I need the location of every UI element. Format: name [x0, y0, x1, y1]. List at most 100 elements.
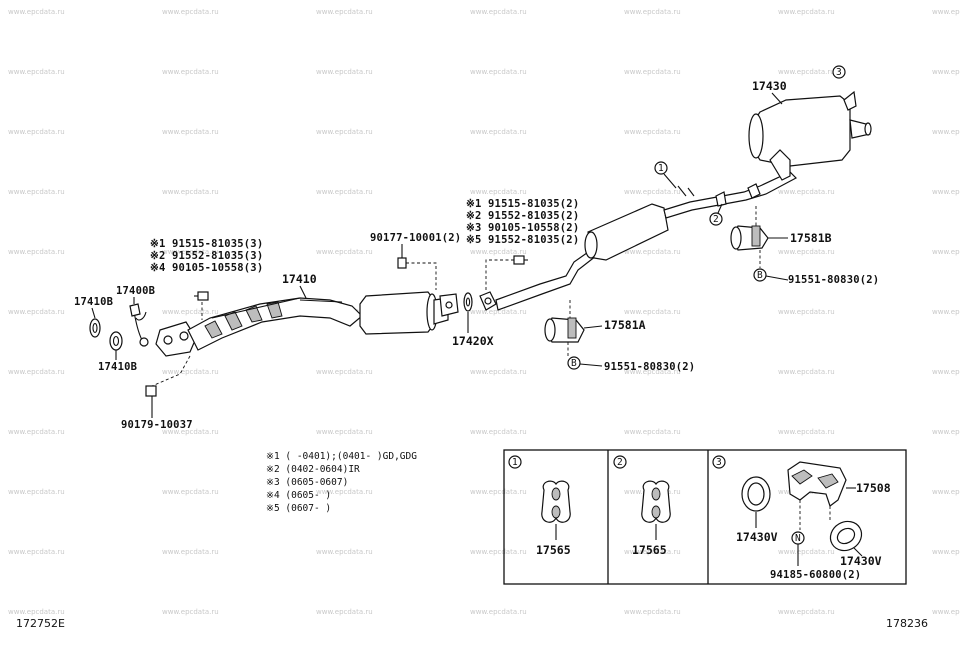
hanger-17581b[interactable] [730, 225, 769, 251]
detail-3-bracket[interactable]: 3 17430V 17508 17430V N 94185-60800(2) [712, 455, 891, 581]
bolt-91515-left[interactable] [194, 291, 209, 301]
watermark-text: www.epcdata.ru [470, 248, 527, 256]
label-17410b-bottom: 17410B [98, 361, 137, 373]
label-91551-top: 91551-80830(2) [788, 274, 879, 286]
watermark-text: www.epcdata.ru [778, 308, 835, 316]
main-exhaust-pipe[interactable] [479, 171, 797, 311]
watermark-text: www.epcdata.ru [932, 488, 960, 496]
callout-2-main: 2 [709, 203, 723, 226]
watermark-text: www.epcdata.ru [162, 188, 219, 196]
label-94185: 94185-60800(2) [770, 569, 861, 581]
svg-text:※2 91552-81035(3): ※2 91552-81035(3) [150, 250, 263, 262]
nut-90179[interactable] [145, 385, 157, 397]
gasket-17400b[interactable] [129, 303, 149, 347]
callout-b-top: B [753, 268, 789, 282]
code-right: 178236 [886, 617, 928, 630]
watermark-text: www.epcdata.ru [624, 8, 681, 16]
gasket-17420x[interactable] [463, 292, 473, 312]
tail-muffler-17430[interactable] [748, 90, 872, 181]
watermark-text: www.epcdata.ru [624, 308, 681, 316]
watermark-text: www.epcdata.ru [316, 368, 373, 376]
watermark-text: www.epcdata.ru [470, 488, 527, 496]
label-17565-d1: 17565 [536, 543, 571, 557]
svg-text:2: 2 [617, 457, 623, 468]
watermark-text: www.epcdata.ru [470, 308, 527, 316]
label-17430v-left: 17430V [736, 530, 778, 544]
code-left: 172752E [16, 617, 65, 630]
watermark-text: www.epcdata.ru [624, 68, 681, 76]
svg-text:3: 3 [716, 457, 722, 468]
watermark-text: www.epcdata.ru [8, 428, 65, 436]
watermark-text: www.epcdata.ru [162, 248, 219, 256]
watermark-text: www.epcdata.ru [8, 548, 65, 556]
left-bolt-notes: ※1 91515-81035(3) ※2 91552-81035(3) ※4 9… [150, 238, 263, 274]
label-17400b: 17400B [116, 285, 155, 297]
label-17581a: 17581A [604, 318, 646, 332]
watermark-text: www.epcdata.ru [778, 248, 835, 256]
watermark-text: www.epcdata.ru [778, 368, 835, 376]
watermark-text: www.epcdata.ru [624, 608, 681, 616]
label-91551-bottom: 91551-80830(2) [604, 361, 695, 373]
watermark-text: www.epcdata.ru [8, 128, 65, 136]
watermark-text: www.epcdata.ru [624, 188, 681, 196]
callout-b-bottom: B [567, 356, 603, 370]
svg-text:※1 91515-81035(2): ※1 91515-81035(2) [466, 198, 579, 210]
watermark-text: www.epcdata.ru [778, 188, 835, 196]
watermark-text: www.epcdata.ru [932, 308, 960, 316]
watermark-text: www.epcdata.ru [932, 8, 960, 16]
bolt-91515-mid[interactable] [513, 255, 528, 265]
watermark-text: www.epcdata.ru [470, 128, 527, 136]
watermark-text: www.epcdata.ru [162, 608, 219, 616]
front-exhaust-pipe[interactable] [155, 297, 363, 357]
detail-2-hanger[interactable]: 2 17565 [613, 455, 671, 557]
nut-90177[interactable] [397, 257, 407, 269]
svg-text:1: 1 [658, 163, 664, 174]
svg-text:※5 (0607- ): ※5 (0607- ) [266, 503, 331, 514]
watermark-text: www.epcdata.ru [316, 188, 373, 196]
label-90179: 90179-10037 [121, 419, 193, 431]
svg-text:※5 91552-81035(2): ※5 91552-81035(2) [466, 234, 579, 246]
label-17410: 17410 [282, 272, 317, 286]
mid-bolt-notes: ※1 91515-81035(2) ※2 91552-81035(2) ※3 9… [466, 198, 579, 246]
hanger-17581a[interactable] [544, 317, 585, 343]
watermark-text: www.epcdata.ru [624, 548, 681, 556]
watermark-text: www.epcdata.ru [316, 8, 373, 16]
legend-notes: ※1 ( -0401);(0401- )GD,GDG ※2 (0402-0604… [266, 451, 417, 514]
watermark-text: www.epcdata.ru [470, 608, 527, 616]
svg-text:3: 3 [836, 67, 842, 78]
watermark-text: www.epcdata.ru [162, 548, 219, 556]
watermark-text: www.epcdata.ru [624, 128, 681, 136]
watermark-text: www.epcdata.ru [8, 248, 65, 256]
watermark-text: www.epcdata.ru [778, 608, 835, 616]
watermark-text: www.epcdata.ru [470, 368, 527, 376]
watermark-text: www.epcdata.ru [8, 368, 65, 376]
watermark-text: www.epcdata.ru [162, 128, 219, 136]
svg-text:B: B [571, 358, 577, 369]
watermark-text: www.epcdata.ru [316, 548, 373, 556]
gasket-17410b-top[interactable] [89, 318, 101, 338]
watermark-text: www.epcdata.ru [470, 548, 527, 556]
svg-text:※4 90105-10558(3): ※4 90105-10558(3) [150, 262, 263, 274]
label-17420x: 17420X [452, 334, 494, 348]
watermark-text: www.epcdata.ru [316, 68, 373, 76]
gasket-17410b-bottom[interactable] [109, 331, 123, 351]
watermark-text: www.epcdata.ru [624, 428, 681, 436]
watermark-text: www.epcdata.ru [778, 548, 835, 556]
center-muffler[interactable] [359, 291, 459, 335]
label-17565-d2: 17565 [632, 543, 667, 557]
watermark-text: www.epcdata.ru [932, 428, 960, 436]
label-17430: 17430 [752, 79, 787, 93]
watermark-text: www.epcdata.ru [8, 488, 65, 496]
watermark-text: www.epcdata.ru [932, 368, 960, 376]
watermark-text: www.epcdata.ru [624, 248, 681, 256]
watermark-text: www.epcdata.ru [932, 608, 960, 616]
watermark-text: www.epcdata.ru [470, 8, 527, 16]
watermark-text: www.epcdata.ru [8, 188, 65, 196]
detail-1-hanger[interactable]: 1 17565 [508, 455, 571, 557]
watermark-text: www.epcdata.ru [162, 488, 219, 496]
watermark-text: www.epcdata.ru [8, 308, 65, 316]
watermark-text: www.epcdata.ru [932, 248, 960, 256]
watermark-text: www.epcdata.ru [932, 188, 960, 196]
svg-text:※2 91552-81035(2): ※2 91552-81035(2) [466, 210, 579, 222]
watermark-text: www.epcdata.ru [470, 68, 527, 76]
